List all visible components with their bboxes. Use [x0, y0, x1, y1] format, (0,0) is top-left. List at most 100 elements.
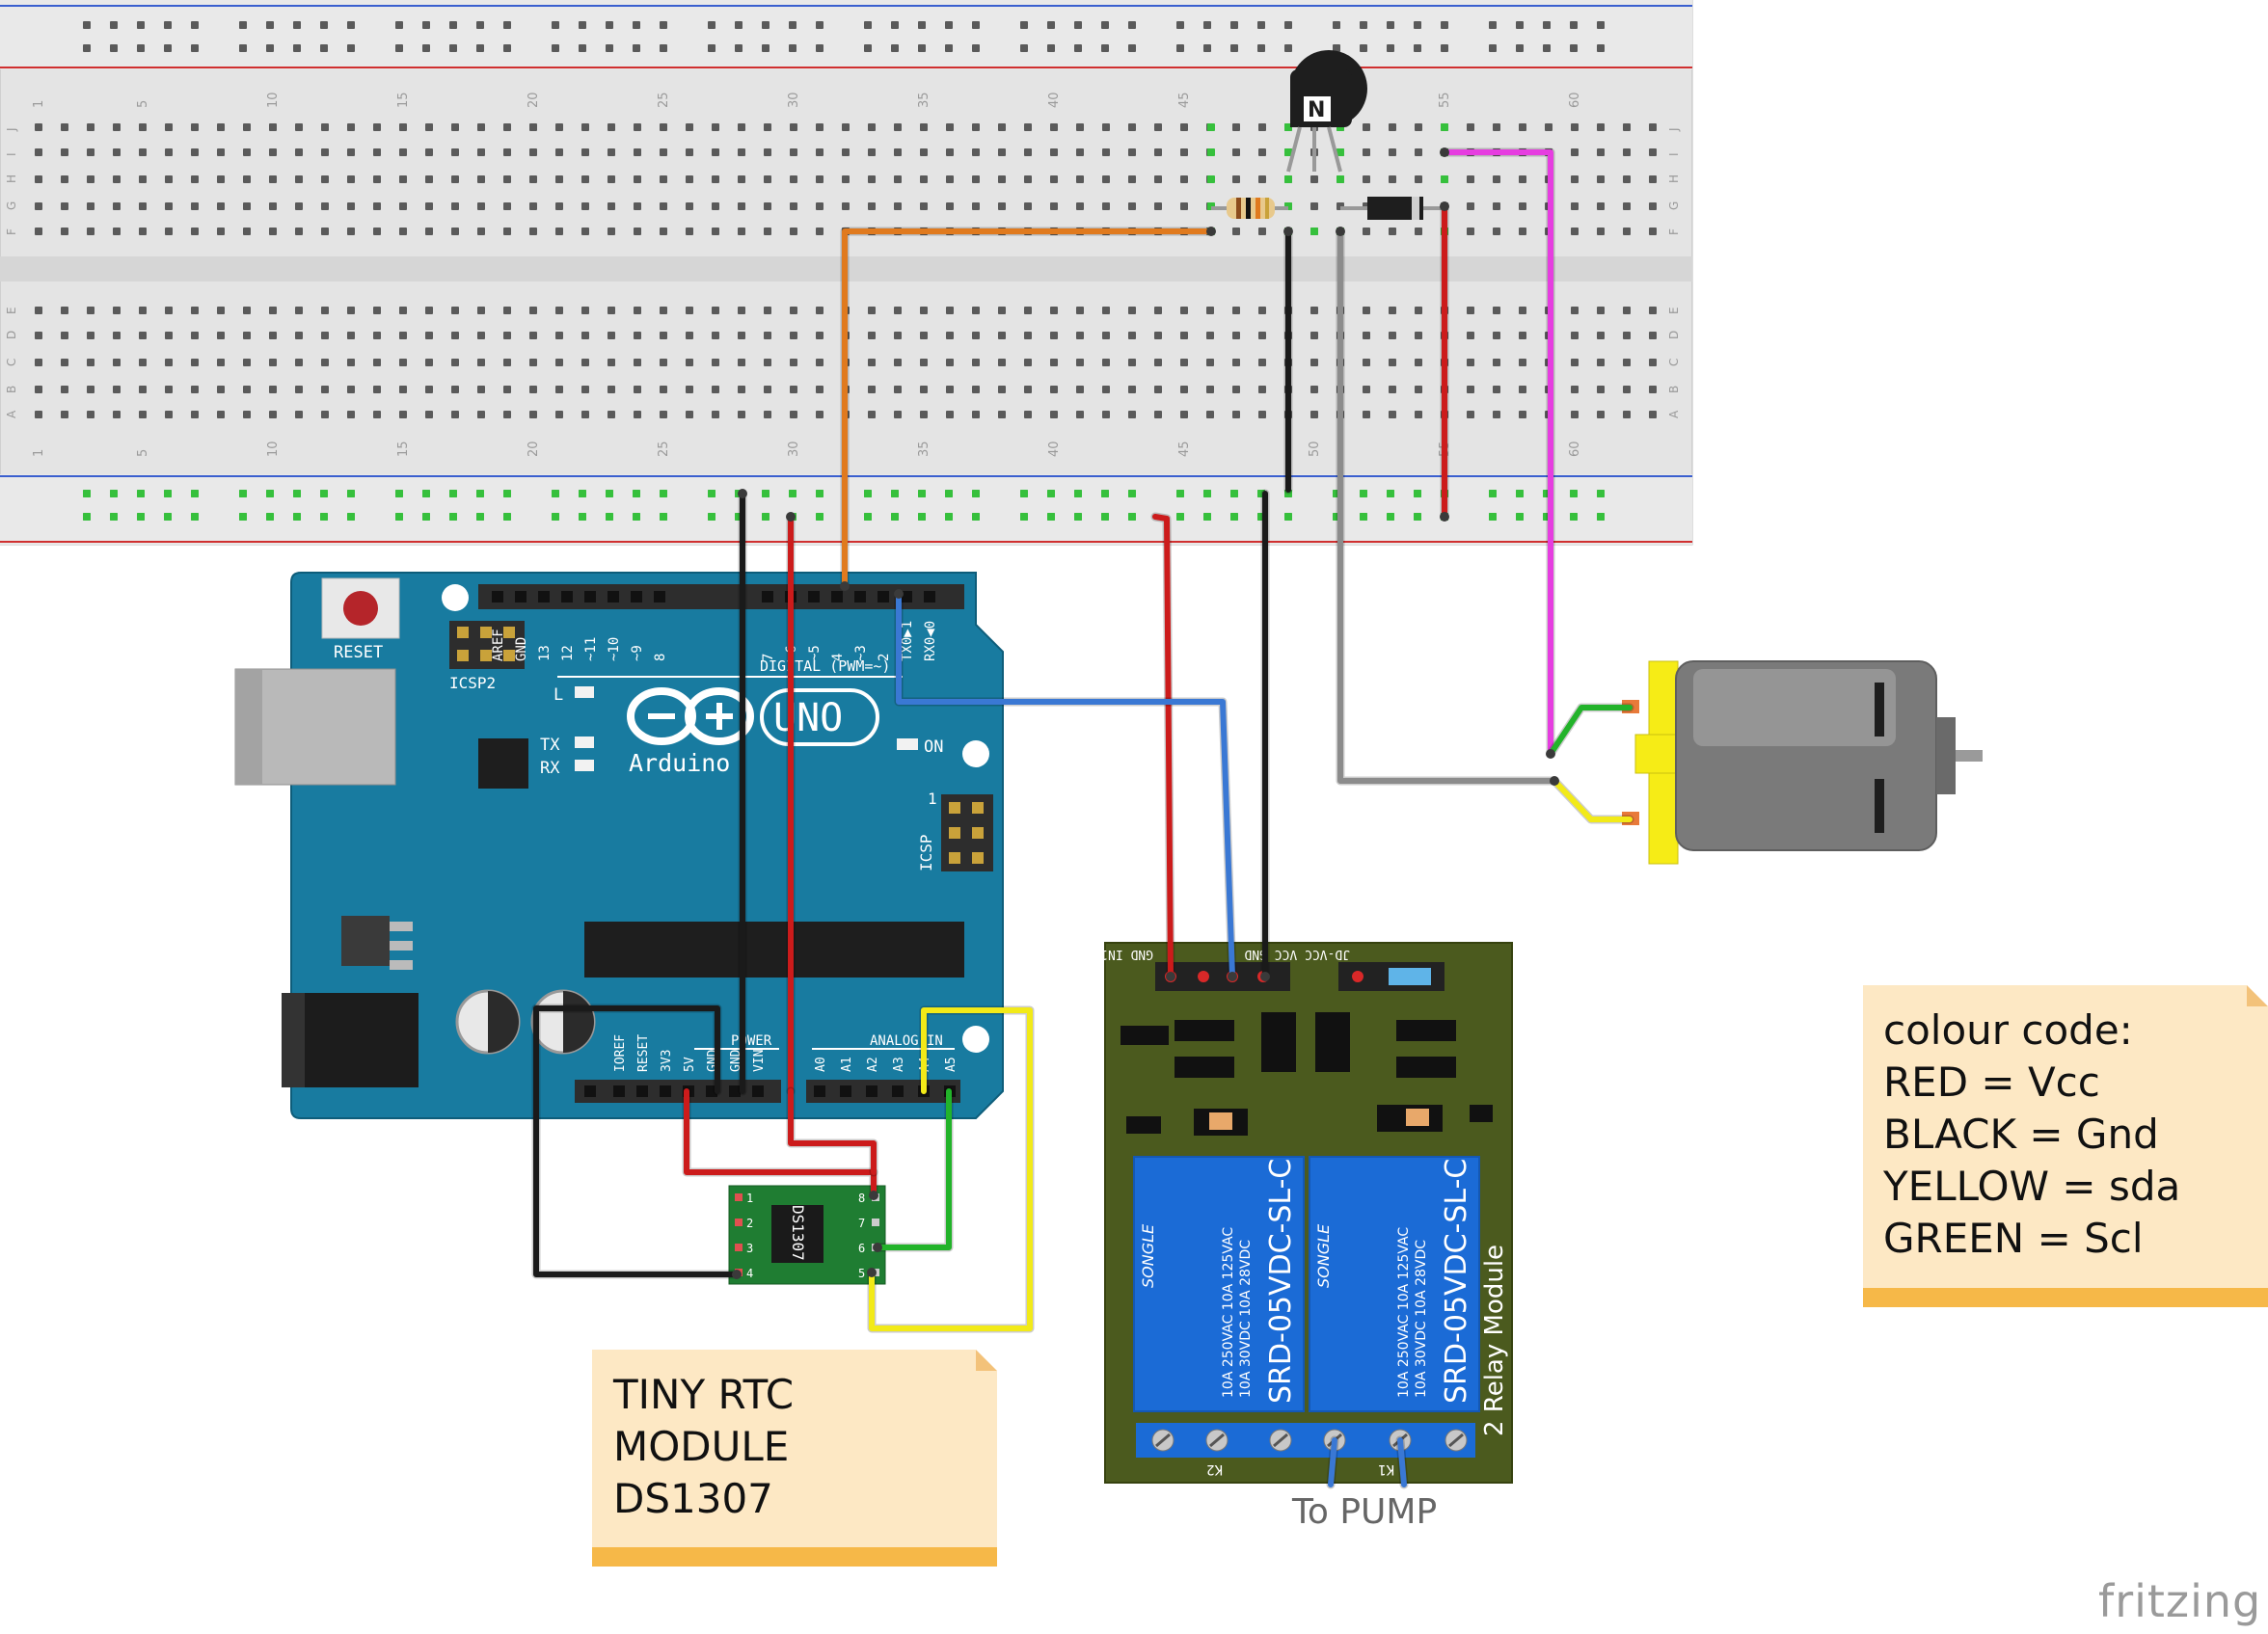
header-pin	[924, 591, 935, 603]
breadboard-hole	[686, 386, 693, 393]
breadboard-rail-hole	[476, 21, 484, 29]
breadboard-hole-active	[1336, 175, 1344, 183]
breadboard-hole	[1180, 175, 1188, 183]
breadboard-rail-hole	[293, 21, 301, 29]
breadboard-hole	[634, 411, 641, 418]
breadboard-hole	[1024, 411, 1032, 418]
column-number-top: 55	[1438, 92, 1452, 108]
breadboard-hole	[373, 411, 381, 418]
breadboard-hole	[555, 386, 563, 393]
breadboard-hole	[555, 123, 563, 131]
header-pin	[762, 591, 773, 603]
breadboard-hole	[139, 202, 147, 210]
breadboard-hole	[217, 411, 225, 418]
breadboard-hole	[191, 202, 199, 210]
breadboard-hole	[972, 359, 980, 366]
breadboard-hole	[1232, 359, 1240, 366]
breadboard-hole	[243, 148, 251, 156]
wire-gray	[1337, 228, 1557, 784]
breadboard-hole	[87, 411, 94, 418]
breadboard-hole	[139, 359, 147, 366]
arduino-logo	[627, 687, 754, 745]
breadboard-hole	[1102, 202, 1110, 210]
breadboard-rail-hole	[1543, 21, 1551, 29]
breadboard-hole	[243, 175, 251, 183]
breadboard-hole	[686, 411, 693, 418]
digital-pin-label: 12	[560, 645, 576, 661]
breadboard-hole	[165, 386, 173, 393]
breadboard-hole	[1128, 123, 1136, 131]
breadboard-rail-hole	[762, 44, 770, 52]
breadboard-hole	[790, 175, 797, 183]
breadboard-hole	[816, 411, 824, 418]
breadboard-hole	[686, 307, 693, 314]
breadboard-rail-hole	[1257, 44, 1265, 52]
breadboard-rail-hole	[918, 44, 926, 52]
analog-pin-label: A3	[892, 1057, 906, 1072]
breadboard-hole	[425, 359, 433, 366]
breadboard-hole	[972, 148, 980, 156]
breadboard-hole	[998, 332, 1006, 339]
breadboard-hole	[477, 332, 485, 339]
breadboard-hole	[1180, 332, 1188, 339]
breadboard-rail-hole-active	[164, 490, 172, 497]
breadboard-rail-hole	[1414, 21, 1421, 29]
breadboard-hole	[191, 359, 199, 366]
breadboard-hole	[295, 175, 303, 183]
breadboard-hole	[269, 307, 277, 314]
breadboard-hole	[1649, 123, 1657, 131]
breadboard-hole	[1389, 386, 1396, 393]
breadboard-hole	[1024, 202, 1032, 210]
breadboard-rail-hole-active	[972, 490, 980, 497]
breadboard-hole-active	[1284, 175, 1292, 183]
breadboard-hole	[660, 359, 667, 366]
breadboard-hole	[581, 228, 589, 235]
breadboard-hole	[738, 228, 745, 235]
breadboard-hole	[816, 307, 824, 314]
breadboard-hole	[191, 148, 199, 156]
wire-red	[684, 1088, 877, 1198]
row-letter: F	[5, 228, 18, 235]
breadboard-hole	[321, 359, 329, 366]
header-pin	[814, 1085, 825, 1097]
breadboard-hole	[165, 332, 173, 339]
breadboard-hole	[477, 148, 485, 156]
breadboard-rail-hole	[864, 44, 872, 52]
column-number-bottom: 20	[526, 441, 541, 457]
column-number-top: 5	[136, 100, 150, 108]
digital-pin-label: 4	[830, 654, 846, 661]
breadboard-hole	[113, 175, 121, 183]
breadboard-rail-hole-active	[476, 513, 484, 521]
breadboard-rail-hole-active	[1020, 490, 1028, 497]
breadboard-hole	[1154, 411, 1162, 418]
breadboard-hole	[1154, 307, 1162, 314]
breadboard-hole	[425, 386, 433, 393]
wire-end	[1283, 227, 1293, 236]
breadboard-rail-hole-active	[762, 513, 770, 521]
breadboard-hole	[1258, 123, 1266, 131]
breadboard-hole	[608, 307, 615, 314]
breadboard-rail-hole-active	[1387, 490, 1394, 497]
wire-red	[1152, 514, 1174, 979]
breadboard-hole	[347, 307, 355, 314]
wire-end	[1166, 972, 1175, 981]
breadboard-hole	[868, 359, 876, 366]
breadboard-hole	[217, 307, 225, 314]
optocoupler	[1261, 1012, 1296, 1072]
breadboard-rail-hole-active	[239, 490, 247, 497]
breadboard-hole	[399, 123, 407, 131]
breadboard-hole	[1102, 123, 1110, 131]
breadboard-hole	[946, 148, 954, 156]
breadboard-hole	[399, 307, 407, 314]
note-colour-line-2: RED = Vcc	[1883, 1058, 2100, 1106]
header-pin	[866, 1085, 878, 1097]
breadboard-rail-hole-active	[1489, 513, 1497, 521]
breadboard-hole	[529, 359, 537, 366]
breadboard-hole	[1519, 175, 1526, 183]
breadboard-hole	[1128, 175, 1136, 183]
breadboard-hole	[243, 359, 251, 366]
column-number-top: 10	[266, 92, 281, 108]
breadboard-hole	[998, 307, 1006, 314]
wire-blue	[896, 591, 1235, 979]
